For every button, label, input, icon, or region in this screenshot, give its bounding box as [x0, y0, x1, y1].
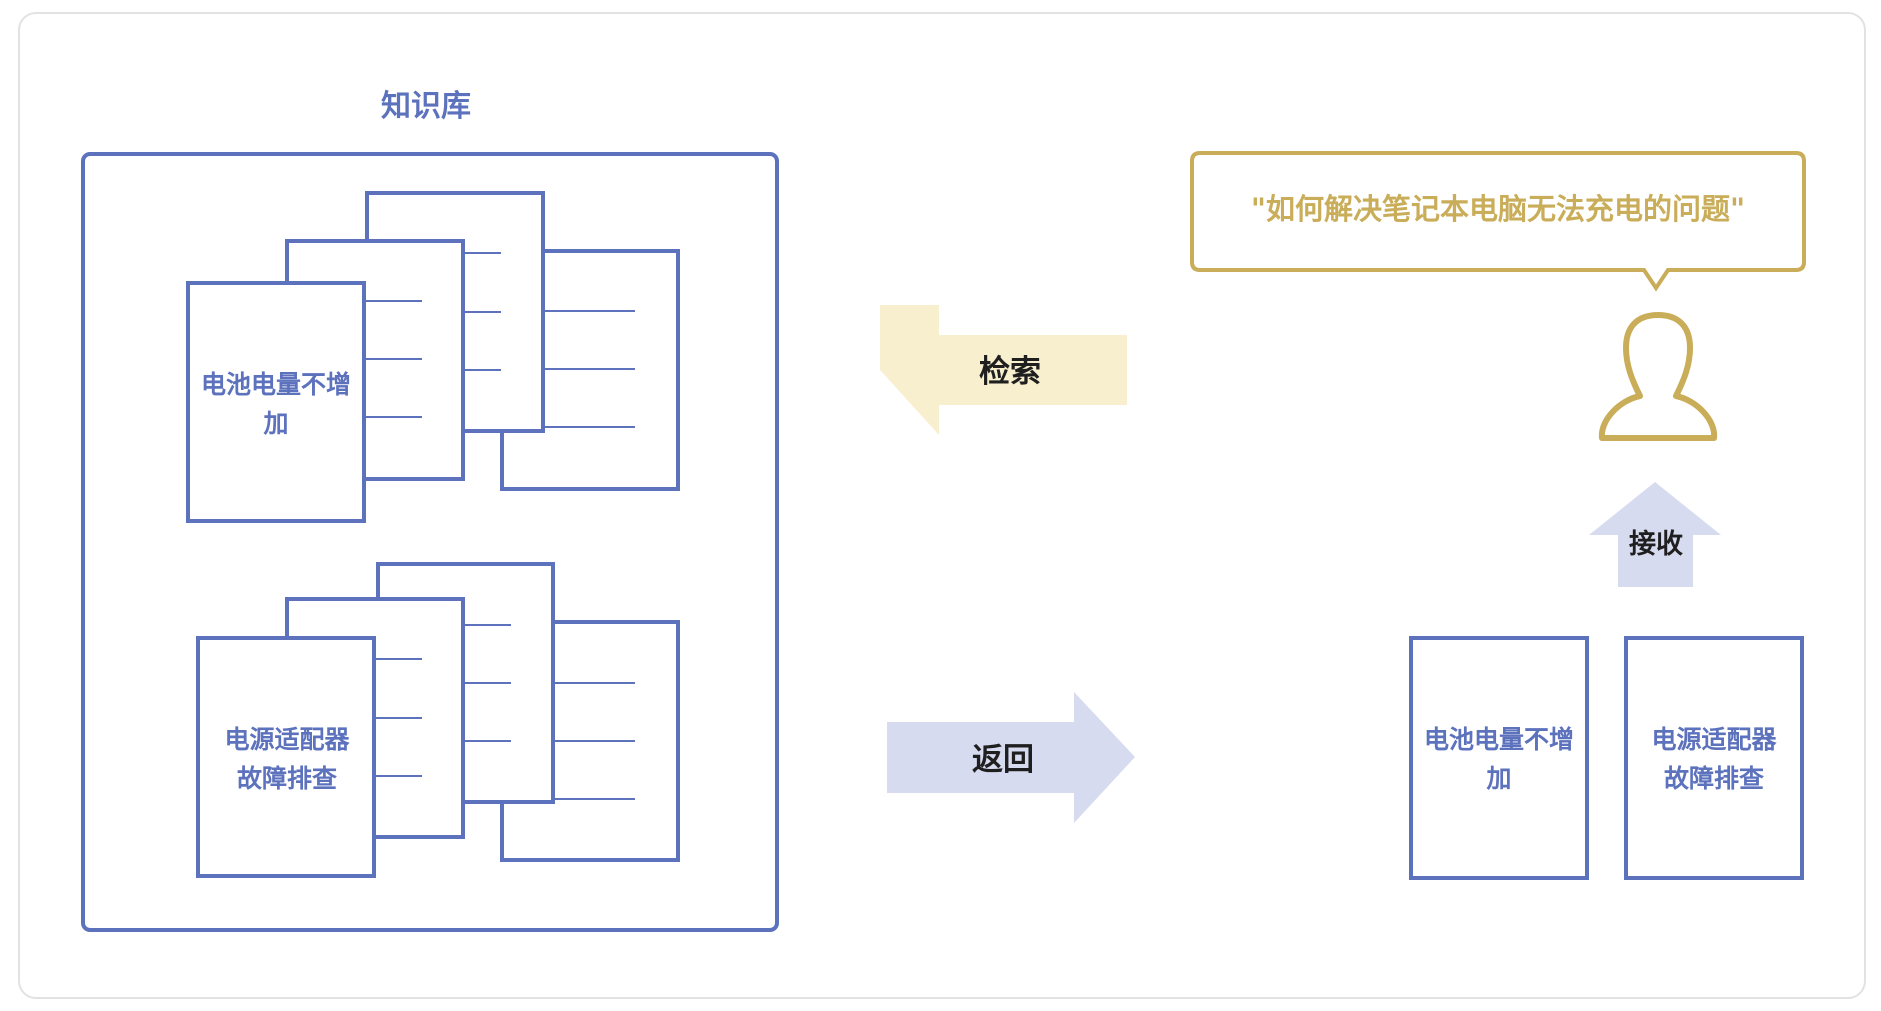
receive-arrow: 接收: [1589, 482, 1721, 587]
result-2-line2: 故障排查: [1664, 764, 1764, 793]
result-document-2: 电源适配器 故障排查: [1624, 636, 1804, 880]
receive-label: 接收: [1629, 529, 1683, 560]
knowledge-base-title: 知识库: [381, 89, 471, 124]
doc-label-1-line2: 加: [262, 409, 288, 438]
result-2-line1: 电源适配器: [1651, 725, 1777, 754]
result-1-line1: 电池电量不增: [1424, 725, 1574, 754]
query-speech-bubble: "如何解决笔记本电脑无法充电的问题": [1190, 151, 1806, 292]
document-stack-2: 电源适配器 故障排查: [196, 562, 680, 878]
doc-page-front: [186, 281, 366, 523]
result-document-1: 电池电量不增 加: [1409, 636, 1589, 880]
result-1-line2: 加: [1485, 764, 1511, 793]
user-icon: [1598, 312, 1718, 441]
doc-page-front: [196, 636, 376, 878]
return-arrow: 返回: [887, 692, 1135, 823]
knowledge-base-container: [81, 152, 779, 932]
return-label: 返回: [972, 742, 1034, 778]
doc-label-1-line1: 电池电量不增: [201, 370, 351, 399]
retrieve-label: 检索: [979, 354, 1041, 390]
document-stack-1: 电池电量不增 加: [186, 191, 680, 523]
user-query-text: "如何解决笔记本电脑无法充电的问题": [1251, 192, 1745, 226]
doc-label-2-line1: 电源适配器: [224, 725, 350, 754]
doc-label-2-line2: 故障排查: [237, 764, 337, 793]
retrieve-arrow: 检索: [880, 305, 1127, 435]
